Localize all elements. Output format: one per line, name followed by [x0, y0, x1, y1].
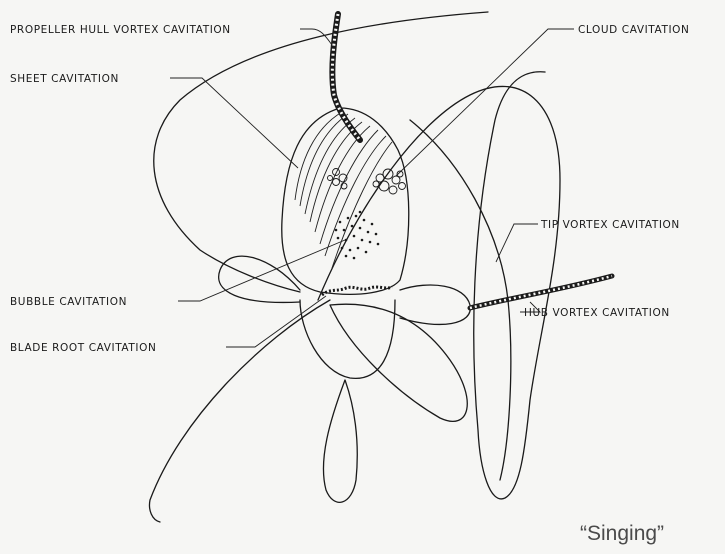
singing-note: “Singing”	[580, 522, 664, 545]
leader-sheet	[170, 78, 298, 168]
label-hub-vortex-cavitation: HUB VORTEX CAVITATION	[524, 307, 670, 319]
label-bubble-cavitation: BUBBLE CAVITATION	[10, 296, 127, 308]
lower-right-blade	[330, 304, 467, 421]
lower-left-blade	[323, 380, 357, 502]
outer-loop-left	[149, 300, 330, 522]
leader-tip-vortex	[496, 224, 538, 262]
label-blade-root-cavitation: BLADE ROOT CAVITATION	[10, 342, 156, 354]
leader-blade-root	[226, 296, 326, 347]
propeller-hub	[300, 300, 395, 378]
label-cloud-cavitation: CLOUD CAVITATION	[578, 24, 690, 36]
label-tip-vortex-cavitation: TIP VORTEX CAVITATION	[540, 219, 680, 231]
right-blade	[400, 285, 470, 324]
leader-cloud	[396, 29, 574, 176]
cloud-cavitation	[328, 169, 406, 195]
label-sheet-cavitation: SHEET CAVITATION	[10, 73, 119, 85]
label-propeller-hull-vortex: PROPELLER HULL VORTEX CAVITATION	[10, 24, 231, 36]
bubble-cavitation	[335, 211, 380, 260]
